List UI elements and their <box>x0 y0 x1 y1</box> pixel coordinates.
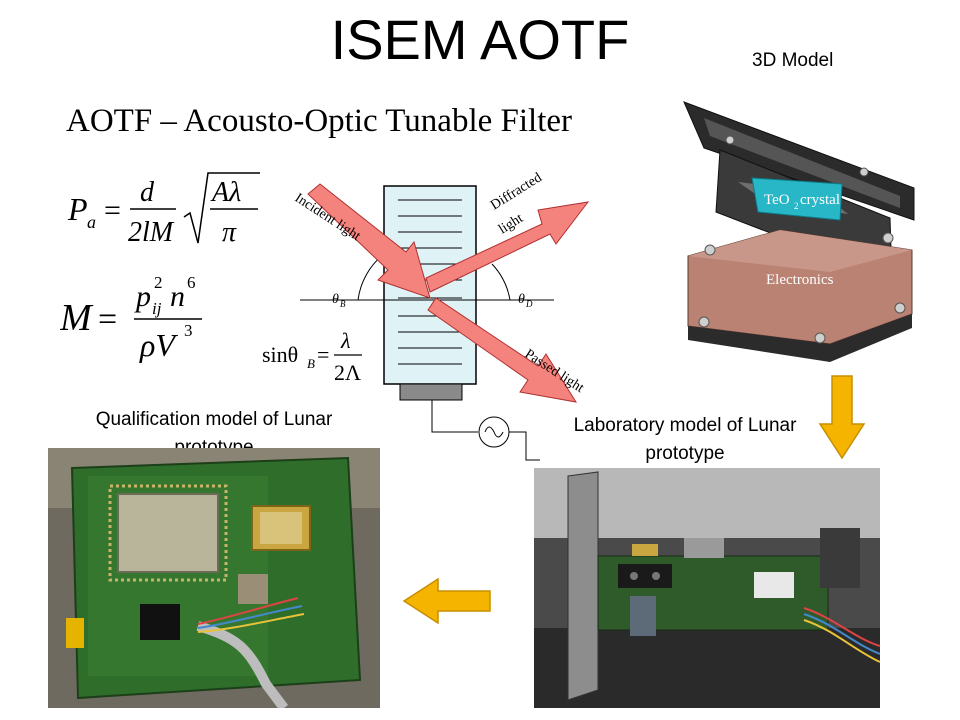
svg-text:2: 2 <box>794 201 799 211</box>
pa-num: d <box>140 177 155 208</box>
left-arrow-icon <box>402 577 491 625</box>
transducer <box>399 383 463 401</box>
theta-b-sub: B <box>340 299 346 309</box>
pa-rad-den: π <box>222 217 237 248</box>
electronics-label: Electronics <box>766 272 834 288</box>
m-num-sup: 2 <box>154 273 163 292</box>
aotf-diagram: Incident light Diffracted light Passed l… <box>292 170 590 461</box>
formula-pa: P a = d 2lM Aλ π <box>67 172 260 248</box>
m-den-sup: 3 <box>184 321 193 340</box>
diffracted-label-1: Diffracted <box>488 170 545 213</box>
subtitle: AOTF – Acousto-Optic Tunable Filter <box>66 103 573 139</box>
svg-text:crystal: crystal <box>800 192 840 208</box>
theta-d-sub: D <box>525 299 533 309</box>
pa-rad-num: Aλ <box>210 177 241 208</box>
m-num-n-sup: 6 <box>187 273 196 292</box>
m-den: ρV <box>139 327 178 363</box>
teo2-crystal <box>751 177 843 221</box>
svg-text:=: = <box>98 301 117 338</box>
theta-d: θ <box>518 292 525 307</box>
svg-text:=: = <box>104 194 121 227</box>
sin-sub: B <box>307 356 315 371</box>
pa-den: 2lM <box>128 217 175 248</box>
laboratory-model-photo <box>534 468 880 708</box>
rf-wire <box>431 400 478 433</box>
sin-lhs: sinθ <box>262 342 298 367</box>
incident-arrow <box>307 183 431 299</box>
3d-model-label: 3D Model <box>752 50 834 71</box>
m-num-sub: ij <box>152 299 162 318</box>
m-num-n: n <box>170 280 185 313</box>
qualification-model-photo <box>48 448 380 708</box>
formula-m: M = p ij 2 n 6 ρV 3 <box>60 273 202 363</box>
diffracted-arrow <box>425 201 590 293</box>
pa-sub: a <box>87 212 96 232</box>
svg-text:=: = <box>317 342 329 367</box>
m-lhs: M <box>60 297 94 339</box>
formula-sin: sinθ B = λ 2Λ <box>262 328 362 385</box>
sin-num: λ <box>340 328 351 353</box>
sin-den: 2Λ <box>334 360 361 385</box>
down-arrow-icon <box>818 375 866 460</box>
m-num-p: p <box>134 280 151 313</box>
pa-lhs: P <box>67 191 88 227</box>
teo2-label: TeO <box>764 192 790 208</box>
passed-arrow <box>427 297 578 403</box>
page-title: ISEM AOTF <box>330 8 630 71</box>
3d-model-image: TeO 2 crystal Electronics <box>683 101 915 362</box>
laboratory-caption: Laboratory model of Lunar prototype <box>573 415 797 464</box>
theta-b: θ <box>332 292 339 307</box>
